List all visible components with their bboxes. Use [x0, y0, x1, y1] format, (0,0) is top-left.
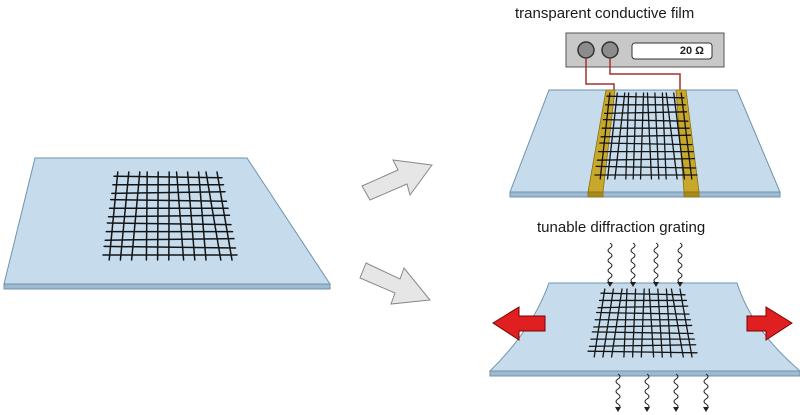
meter-readout: 20 Ω [679, 45, 704, 57]
meter-display [631, 42, 713, 60]
meter-terminal-icon [577, 41, 595, 59]
substrate-left [3, 157, 331, 290]
caption-transparent-conductive-film: transparent conductive film [515, 5, 695, 22]
wire-mesh-bottom-right [587, 288, 698, 358]
wire-mesh-top-right [594, 92, 698, 180]
process-arrow-top [361, 159, 433, 201]
ohmmeter [565, 32, 725, 68]
substrate-bottom-right [488, 282, 800, 377]
process-arrow-bottom [359, 262, 431, 305]
wire-mesh-left [102, 171, 238, 261]
caption-tunable-diffraction-grating: tunable diffraction grating [537, 219, 706, 236]
meter-terminal-icon [601, 41, 619, 59]
stretch-arrow-right [746, 306, 793, 341]
stretch-arrow-left [492, 306, 546, 341]
electrode-left [587, 89, 616, 198]
test-leads [585, 58, 681, 92]
light-rays [607, 242, 709, 412]
substrate-top-right [509, 89, 781, 198]
